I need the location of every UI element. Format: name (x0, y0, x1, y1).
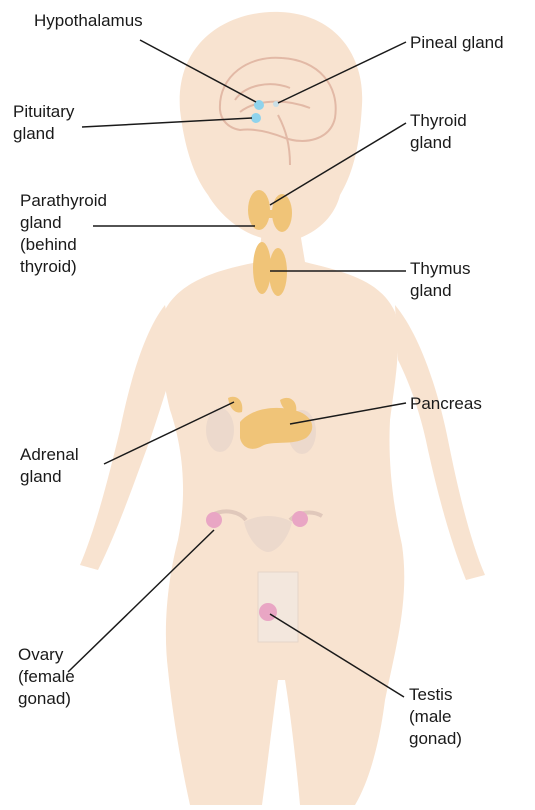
label-adrenal-gland: Adrenal gland (20, 444, 79, 488)
label-ovary: Ovary (female gonad) (18, 644, 75, 710)
label-pituitary-gland: Pituitary gland (13, 101, 74, 145)
pituitary-marker (251, 113, 261, 123)
label-parathyroid-gland: Parathyroid gland (behind thyroid) (20, 190, 107, 278)
right-arm (395, 305, 485, 580)
label-hypothalamus: Hypothalamus (34, 10, 143, 32)
label-thyroid-gland: Thyroid gland (410, 110, 467, 154)
testis-marker (259, 603, 277, 621)
label-pancreas: Pancreas (410, 393, 482, 415)
label-pineal-gland: Pineal gland (410, 32, 504, 54)
label-thymus-gland: Thymus gland (410, 258, 470, 302)
label-testis: Testis (male gonad) (409, 684, 462, 750)
pineal-marker (273, 101, 279, 107)
